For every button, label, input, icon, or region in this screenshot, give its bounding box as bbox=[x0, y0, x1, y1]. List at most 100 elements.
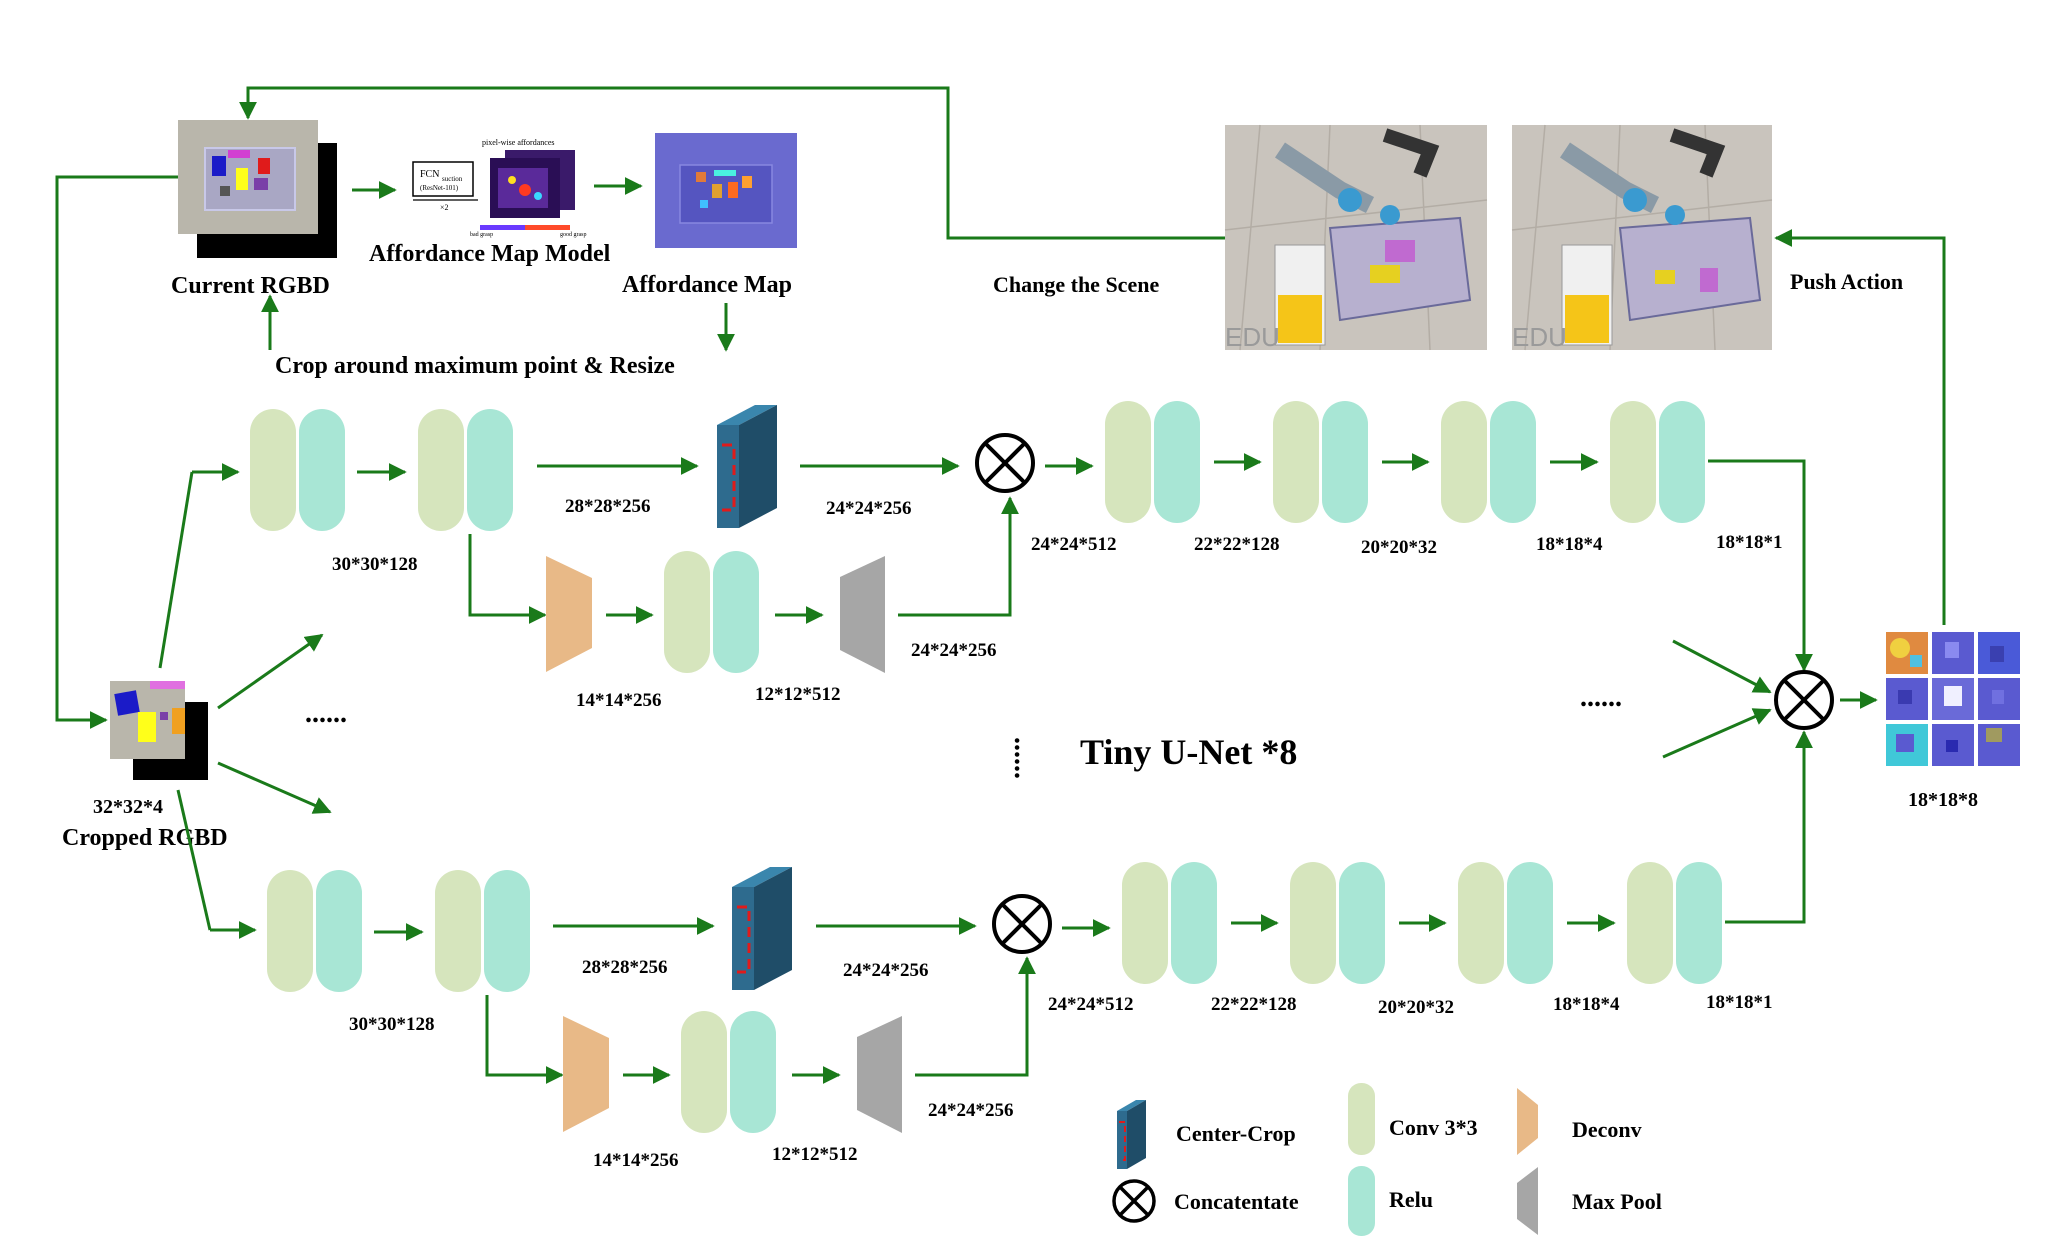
dim-label: 14*14*256 bbox=[593, 1150, 679, 1171]
right-dots: ...... bbox=[1580, 682, 1622, 713]
relu-block bbox=[730, 1011, 776, 1133]
dim-label: 24*24*256 bbox=[911, 640, 997, 661]
dim-label: 30*30*128 bbox=[349, 1014, 435, 1035]
sim-watermark-1: EDU bbox=[1225, 322, 1280, 352]
conv-block bbox=[1105, 401, 1151, 523]
dim-label: 18*18*1 bbox=[1716, 532, 1783, 553]
push-action-label: Push Action bbox=[1790, 269, 1903, 294]
dim-label: 20*20*32 bbox=[1361, 537, 1437, 558]
cropped-rgbd-image bbox=[110, 681, 208, 780]
deconv-block bbox=[563, 1016, 609, 1132]
relu-block bbox=[1507, 862, 1553, 984]
conv-block bbox=[418, 409, 464, 531]
relu-block bbox=[467, 409, 513, 531]
relu-block bbox=[299, 409, 345, 531]
relu-block bbox=[713, 551, 759, 673]
fcn-title: pixel-wise affordances bbox=[482, 138, 555, 147]
relu-block bbox=[1659, 401, 1705, 523]
arrow-input-fan-1 bbox=[217, 633, 324, 710]
dim-label: 28*28*256 bbox=[582, 957, 668, 978]
conv-block bbox=[435, 870, 481, 992]
legend-concat: Concatentate bbox=[1174, 1189, 1299, 1214]
legend-maxpool: Max Pool bbox=[1572, 1189, 1662, 1214]
arrow-rgbd-to-input bbox=[55, 175, 178, 729]
dim-label: 24*24*256 bbox=[826, 498, 912, 519]
legend-deconv: Deconv bbox=[1572, 1117, 1642, 1142]
vertical-dots: ...... bbox=[1008, 737, 1039, 779]
tiny-unet-title: Tiny U-Net *8 bbox=[1080, 732, 1297, 772]
legend-conv-icon bbox=[1348, 1083, 1375, 1155]
legend-center-crop: Center-Crop bbox=[1176, 1121, 1296, 1146]
relu-block bbox=[1339, 862, 1385, 984]
relu-block bbox=[484, 870, 530, 992]
relu-block bbox=[1154, 401, 1200, 523]
input-label: Cropped RGBD bbox=[62, 825, 228, 851]
dim-label: 18*18*4 bbox=[1536, 534, 1603, 555]
relu-block bbox=[316, 870, 362, 992]
dim-label: 24*24*512 bbox=[1048, 994, 1134, 1015]
center-crop-block bbox=[732, 867, 792, 990]
dim-label: 12*12*512 bbox=[755, 684, 841, 705]
sim-screenshot-2: EDU bbox=[1511, 124, 1773, 352]
dim-label: 18*18*1 bbox=[1706, 992, 1773, 1013]
relu-block bbox=[1490, 401, 1536, 523]
conv-block bbox=[267, 870, 313, 992]
arrow bbox=[1708, 459, 1813, 672]
arrow-input-fan-2 bbox=[217, 761, 332, 814]
maxpool-block bbox=[857, 1016, 902, 1133]
maxpool-block bbox=[840, 556, 885, 673]
arrow-dots-to-concat-1 bbox=[1672, 639, 1772, 694]
conv-block bbox=[250, 409, 296, 531]
relu-block bbox=[1171, 862, 1217, 984]
legend-deconv-icon bbox=[1517, 1088, 1538, 1155]
conv-block bbox=[1122, 862, 1168, 984]
dim-label: 24*24*512 bbox=[1031, 534, 1117, 555]
relu-block bbox=[1676, 862, 1722, 984]
dim-label: 22*22*128 bbox=[1194, 534, 1280, 555]
conv-block bbox=[681, 1011, 727, 1133]
legend-maxpool-icon bbox=[1517, 1167, 1538, 1235]
fcn-good-label: good grasp bbox=[560, 232, 587, 238]
dim-label: 18*18*4 bbox=[1553, 994, 1620, 1015]
input-dims: 32*32*4 bbox=[93, 796, 163, 818]
input-dots: ...... bbox=[305, 698, 347, 729]
arrow-output-to-push bbox=[1774, 229, 1946, 625]
conv-block bbox=[1610, 401, 1656, 523]
current-rgbd-image bbox=[178, 120, 337, 258]
dim-label: 30*30*128 bbox=[332, 554, 418, 575]
output-dims: 18*18*8 bbox=[1908, 789, 1978, 811]
relu-block bbox=[1322, 401, 1368, 523]
arrow bbox=[468, 534, 547, 624]
arrow bbox=[915, 956, 1036, 1077]
arrow-input-to-bottom bbox=[176, 789, 212, 931]
conv-block bbox=[1458, 862, 1504, 984]
fcn-box-line1: FCN bbox=[420, 169, 439, 180]
legend-relu-icon bbox=[1348, 1166, 1375, 1236]
dim-label: 24*24*256 bbox=[928, 1100, 1014, 1121]
crop-resize-label: Crop around maximum point & Resize bbox=[275, 353, 675, 379]
center-crop-block bbox=[717, 405, 777, 528]
dim-label: 20*20*32 bbox=[1378, 997, 1454, 1018]
fcn-illustration: pixel-wise affordances FCN suction (ResN… bbox=[412, 138, 587, 238]
sim-watermark-2: EDU bbox=[1512, 322, 1567, 352]
dim-label: 22*22*128 bbox=[1211, 994, 1297, 1015]
affordance-model-label: Affordance Map Model bbox=[369, 241, 611, 267]
legend-concat-icon bbox=[1112, 1179, 1156, 1223]
legend-conv: Conv 3*3 bbox=[1389, 1115, 1478, 1140]
arrow bbox=[898, 496, 1019, 617]
conv-block bbox=[1627, 862, 1673, 984]
dim-label: 14*14*256 bbox=[576, 690, 662, 711]
concat-op bbox=[992, 894, 1052, 954]
concat-op bbox=[975, 433, 1035, 493]
fcn-mult: ×2 bbox=[440, 203, 449, 212]
affordance-map-label: Affordance Map bbox=[622, 272, 792, 298]
bottom-branch: 30*30*128 28*28*256 24*24*256 14*14*256 … bbox=[267, 730, 1813, 1171]
fcn-box-sub: suction bbox=[442, 175, 463, 183]
final-concat-op bbox=[1774, 670, 1834, 730]
legend-center-crop-icon bbox=[1117, 1100, 1146, 1169]
dim-label: 28*28*256 bbox=[565, 496, 651, 517]
change-scene-label: Change the Scene bbox=[993, 272, 1159, 297]
top-branch: 30*30*128 28*28*256 24*24*256 14*14*256 … bbox=[250, 401, 1813, 711]
